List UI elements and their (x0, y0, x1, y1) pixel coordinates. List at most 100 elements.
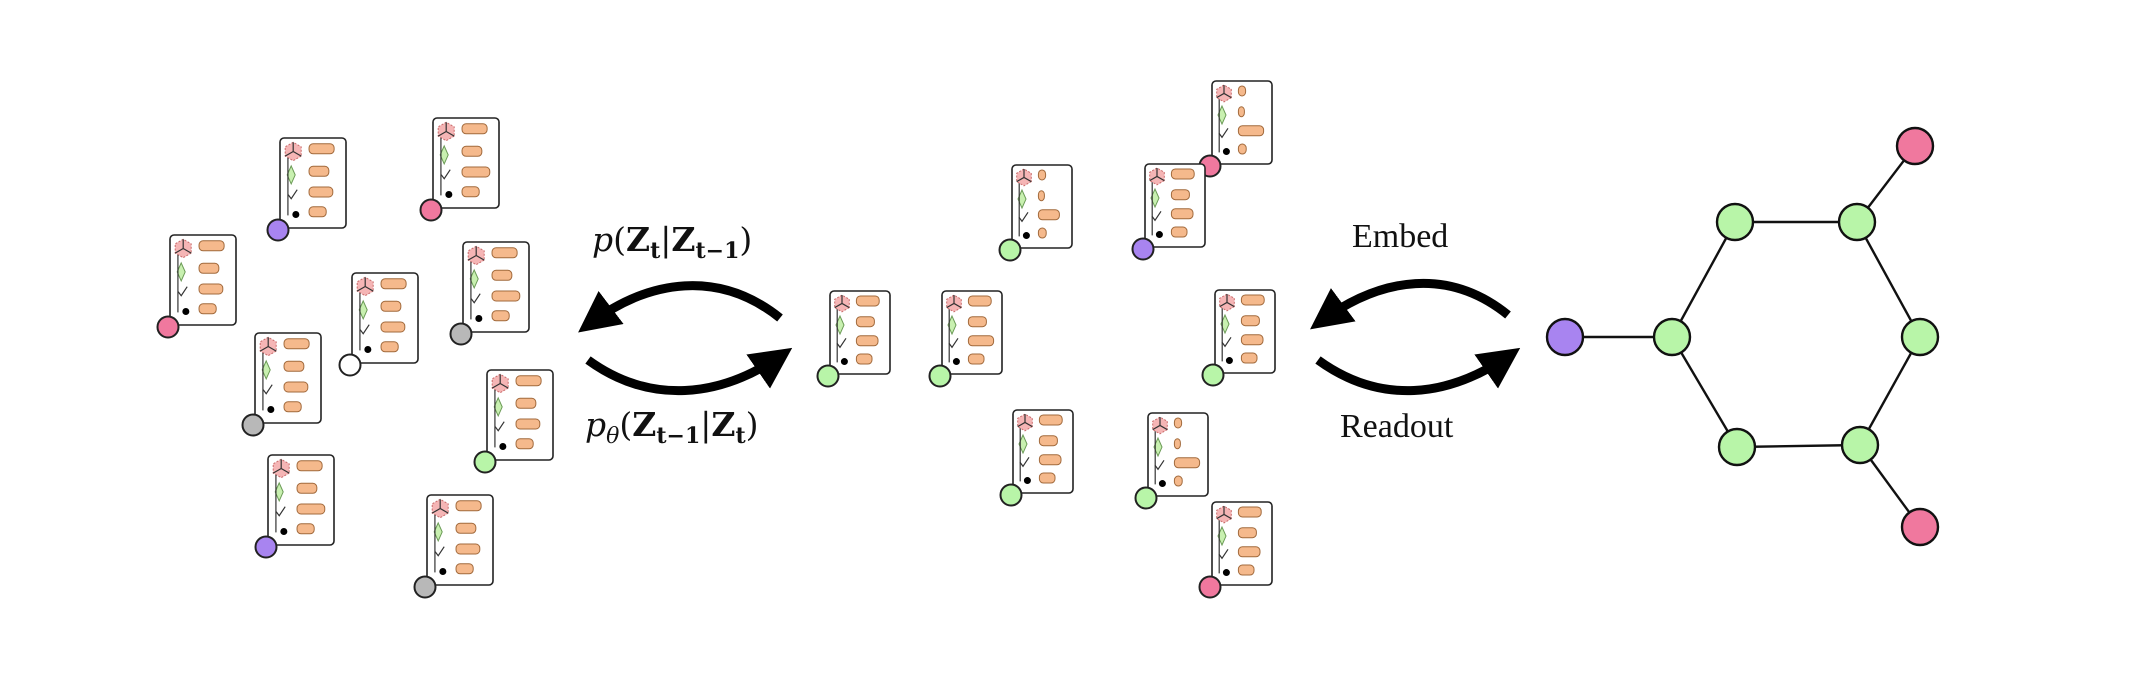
graph-node (1900, 507, 1940, 547)
axis-icon (437, 122, 455, 137)
graph-edge (1858, 336, 1922, 446)
feature-bar (461, 123, 488, 135)
feature-bar (308, 186, 334, 198)
card-frame (169, 234, 237, 326)
axis-icon (1216, 85, 1232, 99)
card-frame (426, 494, 494, 586)
diamond-icon (358, 299, 368, 321)
readout-label: Readout (1340, 408, 1454, 445)
embed-label: Embed (1352, 218, 1449, 255)
readout-arrow (1315, 347, 1521, 396)
feature-bar (1037, 209, 1060, 221)
dot-icon (952, 358, 960, 366)
dot-icon (267, 406, 275, 413)
feature-bar (1170, 189, 1190, 201)
feature-bar (515, 375, 542, 387)
dot-icon (445, 191, 453, 198)
arrows-layer (578, 278, 1521, 396)
feature-bar (380, 300, 402, 312)
molecule-card (156, 234, 237, 339)
graph-edge (1670, 336, 1739, 448)
axis-icon (1219, 294, 1235, 308)
reverse-bar: | (700, 405, 712, 444)
check-icon (359, 324, 370, 335)
feature-bar (198, 283, 224, 295)
feature-bar (461, 186, 480, 198)
dot-icon (1022, 232, 1030, 240)
node-circle (1201, 363, 1225, 387)
forward-noising-arrow (578, 281, 783, 333)
molecule-card (1198, 80, 1273, 178)
node-circle (266, 218, 290, 242)
node-circle (1134, 486, 1158, 510)
forward-z: Z (626, 220, 651, 259)
feature-bar (1170, 226, 1188, 238)
node-circle (928, 364, 952, 388)
feature-bar (455, 543, 481, 555)
axis-icon (1152, 417, 1168, 431)
feature-bar (491, 269, 513, 281)
feature-bar (296, 482, 318, 494)
feature-bar (515, 397, 537, 409)
feature-bar (296, 460, 323, 472)
axis-icon (356, 277, 374, 292)
axis-icon (1017, 414, 1033, 428)
forward-bar: | (660, 220, 672, 259)
check-icon (287, 189, 298, 200)
diamond-icon (439, 144, 449, 166)
graph-edge (1670, 221, 1737, 338)
feature-bar (296, 503, 326, 515)
molecule-card (998, 164, 1073, 262)
feature-bar (1173, 417, 1183, 429)
check-icon (494, 421, 505, 432)
graph-node (1900, 317, 1940, 357)
feature-bar (283, 360, 305, 372)
axis-icon (431, 499, 449, 514)
forward-p: p (592, 220, 614, 259)
feature-bar (1038, 454, 1062, 466)
check-icon (275, 506, 286, 517)
card-frame (1211, 80, 1273, 165)
feature-bar (198, 240, 225, 252)
diamond-icon (261, 359, 271, 381)
diamond-icon (274, 481, 284, 503)
feature-bar (198, 262, 220, 274)
card-frame (432, 117, 500, 209)
node-circle (156, 315, 180, 339)
feature-bar (1237, 506, 1262, 518)
graph-node (1895, 126, 1935, 166)
molecule-card (1131, 163, 1206, 261)
molecule-card (419, 117, 500, 222)
feature-bar (967, 335, 995, 347)
feature-bar (967, 316, 987, 328)
check-icon (470, 293, 481, 304)
diamond-icon (176, 261, 186, 283)
feature-bar (1240, 315, 1260, 327)
graph-node (1715, 202, 1755, 242)
feature-bar (1173, 438, 1181, 450)
graph-node (1717, 427, 1757, 467)
check-icon (948, 337, 959, 349)
feature-bar (1240, 294, 1265, 306)
reverse-theta: θ (606, 424, 620, 449)
feature-bar (855, 335, 879, 347)
dot-icon (1158, 480, 1166, 488)
feature-bar (296, 523, 315, 535)
feature-bar (1237, 106, 1245, 118)
molecule-card (473, 369, 554, 474)
molecule-card (241, 332, 322, 437)
axis-icon (467, 246, 485, 261)
dot-icon (475, 315, 483, 322)
card-frame (829, 290, 891, 375)
card-frame (1011, 164, 1073, 249)
molecule-card (816, 290, 891, 388)
feature-bar (283, 401, 302, 413)
axis-icon (1216, 506, 1232, 520)
feature-bar (283, 381, 309, 393)
node-circle (241, 413, 265, 437)
check-icon (1151, 210, 1162, 222)
axis-icon (834, 295, 850, 309)
molecule-card (999, 409, 1074, 507)
dot-icon (292, 211, 300, 218)
